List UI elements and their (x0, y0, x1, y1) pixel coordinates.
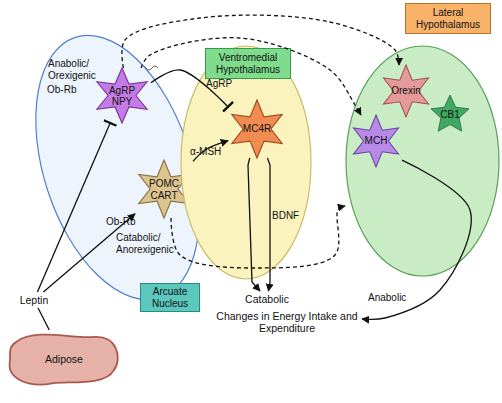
region-ellipse: Lateral HypothalamusOrexinMCHCB1 (345, 45, 500, 277)
star-outline (232, 100, 282, 158)
node-label: CB1 (435, 109, 465, 121)
connector-arrow (267, 158, 270, 291)
node-label: MCH (356, 135, 396, 147)
node-label: POMC CART (147, 178, 181, 201)
connector-arrow (43, 214, 135, 292)
node-label: Leptin (14, 294, 54, 306)
node-label: MC4R (237, 123, 277, 135)
star-outline (353, 115, 398, 167)
edge-label: AgRP (206, 78, 232, 89)
edge-label: α-MSH (190, 146, 221, 157)
star-outline (383, 65, 428, 117)
dashed-connector (141, 38, 361, 115)
ellipse-outline (346, 46, 499, 276)
node-label: AgRP NPY (106, 84, 138, 107)
neuron-star: MCH (350, 115, 402, 167)
neuron-star: Orexin (380, 65, 432, 117)
neuron-star: MC4R (228, 100, 286, 158)
region-subtitle: Anabolic/ Orexigenic (48, 58, 110, 81)
connector-arrow (248, 158, 260, 291)
outcome-text-node: Catabolic (232, 291, 302, 307)
outcome-label: Anabolic (368, 292, 406, 303)
outcome-text-node: Changes in Energy Intake and Expenditure (212, 308, 362, 336)
dashed-connector (171, 206, 345, 268)
node-label: Changes in Energy Intake and Expenditure (212, 310, 362, 334)
region-heading: Ventromedial Hypothalamus (205, 48, 291, 79)
region-ellipse: Anabolic/ OrexigenicCatabolic/ Anorexige… (30, 25, 205, 310)
tissue-blob: Adipose (5, 330, 123, 388)
shape-outline (180, 45, 312, 280)
receptor-label: Ob-Rb (106, 216, 135, 227)
region-subtitle: Catabolic/ Anorexigenic (116, 232, 186, 255)
connector-arrow (38, 308, 49, 330)
connector-arrow (37, 123, 110, 292)
edge-label: BDNF (272, 210, 299, 221)
region-ellipse: Ventromedial HypothalamusMC4R (180, 45, 312, 280)
connector-arrow (362, 160, 471, 319)
node-label: Catabolic (232, 293, 302, 305)
region-heading: Arcuate Nucleus (140, 283, 200, 312)
hormone-text-node: Leptin (14, 292, 54, 308)
region-heading: Lateral Hypothalamus (405, 3, 491, 34)
node-label: Orexin (384, 85, 428, 97)
neuron-star: CB1 (430, 95, 470, 135)
neuron-star: AgRP NPY (93, 68, 151, 123)
ellipse-outline (181, 46, 311, 279)
receptor-label: Ob-Rb (47, 84, 76, 95)
node-label: Adipose (5, 353, 123, 365)
dashed-connector (122, 15, 399, 68)
star-outline (431, 95, 469, 131)
star-outline (97, 68, 147, 123)
